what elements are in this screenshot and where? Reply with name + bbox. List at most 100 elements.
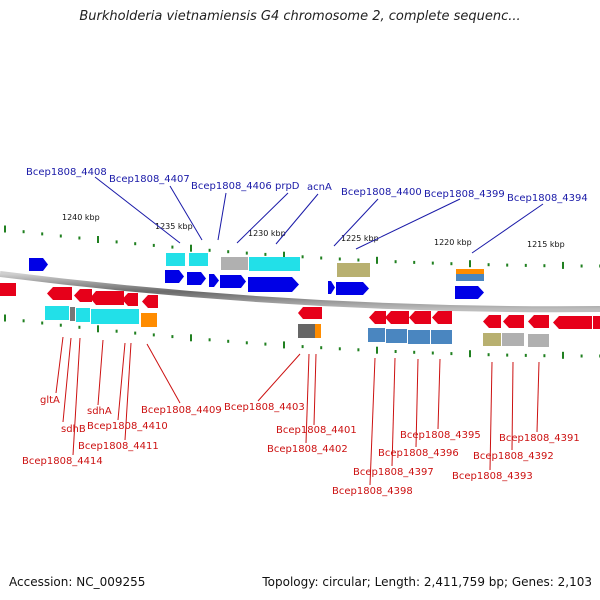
major-tick [283,341,285,349]
minor-tick [171,335,174,339]
minor-tick [227,339,230,343]
feature-block[interactable] [408,330,430,344]
gene-arrow-reverse[interactable] [122,293,138,306]
gene-label[interactable]: Bcep1808_4414 [22,456,103,467]
feature-block[interactable] [386,329,407,343]
gene-label[interactable]: Bcep1808_4399 [424,189,505,200]
gene-label[interactable]: Bcep1808_4403 [224,402,305,413]
gene-label[interactable]: Bcep1808_4406 [191,181,272,192]
minor-tick [134,331,137,335]
minor-tick [431,351,434,355]
gene-label[interactable]: Bcep1808_4394 [507,193,588,204]
gene-label[interactable]: Bcep1808_4395 [400,430,481,441]
gene-label[interactable]: sdhA [87,406,112,417]
gene-label[interactable]: Bcep1808_4411 [78,441,159,452]
feature-block[interactable] [528,334,549,347]
minor-tick [41,321,44,325]
major-tick [190,334,192,342]
feature-block[interactable] [45,306,69,320]
major-tick [469,260,471,268]
gene-arrow-reverse[interactable] [528,315,549,328]
major-tick [4,225,6,233]
feature-block[interactable] [431,330,452,344]
feature-block[interactable] [91,309,139,324]
gene-label[interactable]: Bcep1808_4400 [341,187,422,198]
gene-arrow-forward[interactable] [248,277,299,292]
feature-block[interactable] [298,324,315,338]
feature-block[interactable] [221,257,248,270]
scale-label: 1225 kbp [341,234,379,243]
gene-arrow-reverse[interactable] [369,311,386,324]
gene-arrow-reverse[interactable] [298,307,322,319]
gene-arrow-forward[interactable] [220,275,246,288]
gene-arrow-forward[interactable] [336,282,369,295]
gene-label[interactable]: Bcep1808_4409 [141,405,222,416]
minor-tick [506,263,509,267]
gene-label[interactable]: Bcep1808_4391 [499,433,580,444]
minor-tick [115,329,118,333]
major-tick [562,351,564,359]
feature-block[interactable] [368,328,385,342]
feature-block[interactable] [141,313,157,327]
feature-block[interactable] [189,253,208,266]
gene-arrow-forward[interactable] [165,270,184,283]
gene-arrow-reverse[interactable] [409,311,431,324]
gene-arrow-reverse[interactable] [0,283,16,296]
feature-block[interactable] [337,263,370,277]
gene-arrow-reverse[interactable] [385,311,409,324]
gene-label[interactable]: prpD [275,181,300,192]
minor-tick [245,251,248,255]
gene-label[interactable]: acnA [307,182,332,193]
gene-arrow-reverse[interactable] [74,289,92,302]
gene-arrow-forward[interactable] [455,286,484,299]
scale-label: 1220 kbp [434,238,472,247]
minor-tick [78,325,81,329]
gene-arrow-reverse[interactable] [553,316,592,329]
gene-label[interactable]: sdhB [61,424,86,435]
gene-label[interactable]: gltA [40,395,60,406]
gene-arrow-reverse[interactable] [47,287,72,300]
minor-tick [580,264,583,268]
minor-tick [134,242,137,246]
gene-label[interactable]: Bcep1808_4407 [109,174,190,185]
gene-arrow-reverse[interactable] [142,295,158,308]
feature-block[interactable] [76,308,90,322]
feature-block[interactable] [249,257,300,271]
feature-block[interactable] [70,307,75,321]
forward-features [29,253,484,299]
major-tick [283,251,285,259]
gene-arrow-reverse[interactable] [483,315,501,328]
minor-tick [338,347,341,351]
upper-tick-row [4,225,600,269]
gene-label[interactable]: Bcep1808_4393 [452,471,533,482]
gene-label[interactable]: Bcep1808_4408 [26,167,107,178]
gene-label[interactable]: Bcep1808_4402 [267,444,348,455]
minor-tick [543,264,546,268]
gene-arrow-reverse[interactable] [90,291,124,305]
gene-arrow-forward[interactable] [29,258,48,271]
minor-tick [394,350,397,353]
top-leader-lines [94,176,544,254]
major-tick [97,236,99,243]
gene-arrow-reverse[interactable] [503,315,524,328]
gene-arrow-reverse[interactable] [432,311,452,324]
minor-tick [59,323,62,327]
feature-block[interactable] [502,333,524,346]
gene-arrow-forward[interactable] [209,274,219,287]
gene-arrow-reverse[interactable] [593,316,600,329]
gene-arrow-forward[interactable] [328,281,335,294]
gene-arrow-forward[interactable] [187,272,206,285]
minor-tick [357,348,360,352]
feature-block[interactable] [483,333,501,346]
feature-block[interactable] [456,269,484,274]
gene-label[interactable]: Bcep1808_4410 [87,421,168,432]
gene-label[interactable]: Bcep1808_4392 [473,451,554,462]
gene-label[interactable]: Bcep1808_4397 [353,467,434,478]
feature-block[interactable] [315,324,321,338]
feature-block[interactable] [456,274,484,281]
feature-block[interactable] [166,253,185,266]
gene-label[interactable]: Bcep1808_4401 [276,425,357,436]
minor-tick [580,354,583,358]
gene-label[interactable]: Bcep1808_4398 [332,486,413,497]
gene-label[interactable]: Bcep1808_4396 [378,448,459,459]
